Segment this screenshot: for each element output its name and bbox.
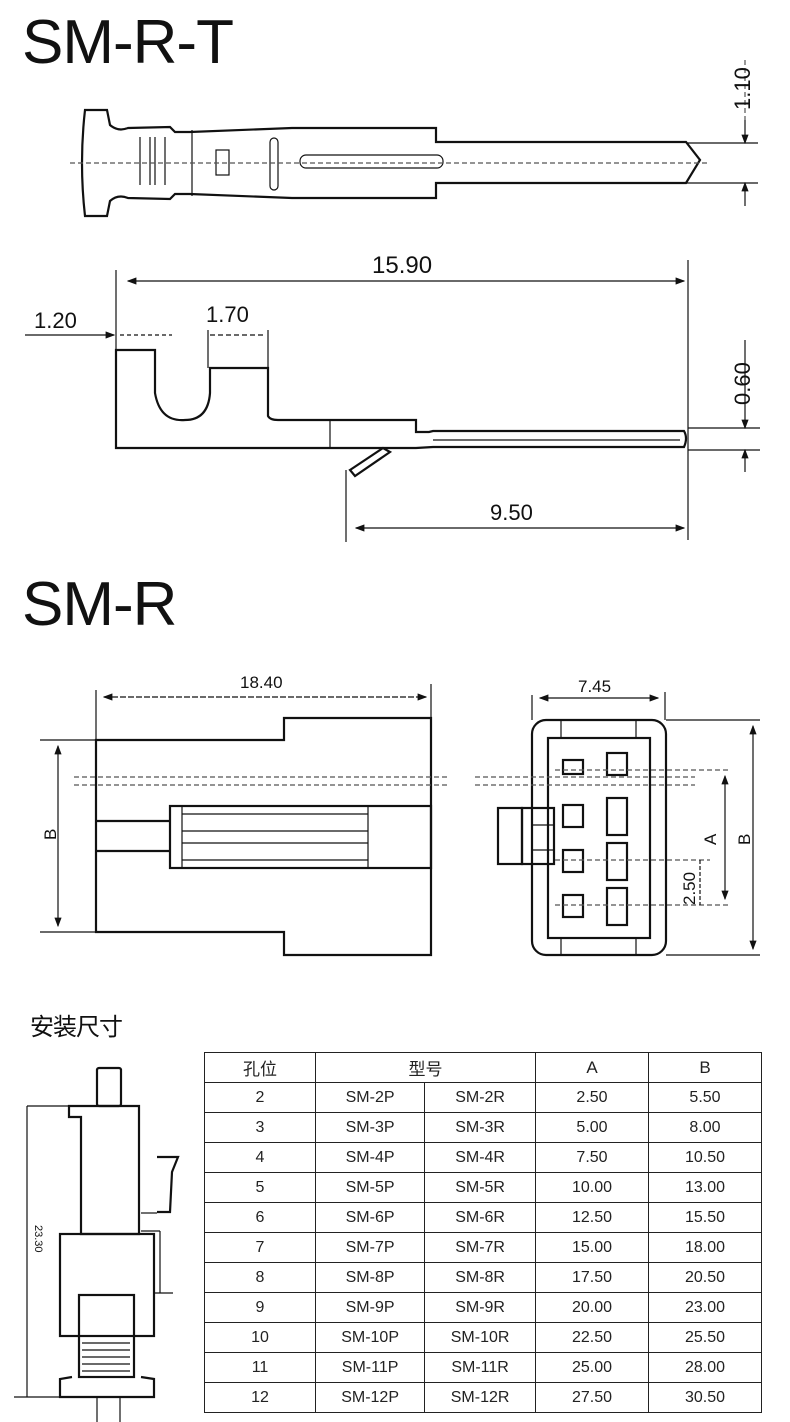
cell-receptacle-model: SM-5R (424, 1172, 536, 1203)
terminal-side-view: 15.90 1.20 1.70 0.60 9.50 (25, 252, 760, 542)
cell-b: 30.50 (648, 1382, 762, 1413)
cell-a: 27.50 (535, 1382, 649, 1413)
dim-crimp-1: 1.20 (34, 308, 77, 333)
cell-a: 7.50 (535, 1142, 649, 1173)
cell-a: 15.00 (535, 1232, 649, 1263)
cell-a: 17.50 (535, 1262, 649, 1293)
cell-positions: 11 (204, 1352, 316, 1383)
dim-label-b: B (735, 834, 754, 845)
cell-positions: 9 (204, 1292, 316, 1323)
cell-b: 18.00 (648, 1232, 762, 1263)
cell-receptacle-model: SM-4R (424, 1142, 536, 1173)
cell-plug-model: SM-8P (314, 1262, 426, 1293)
cell-receptacle-model: SM-11R (424, 1352, 536, 1383)
cell-plug-model: SM-10P (314, 1322, 426, 1353)
cell-a: 5.00 (535, 1112, 649, 1143)
header-a: A (535, 1052, 649, 1083)
dim-total-length: 15.90 (372, 252, 432, 279)
cell-a: 22.50 (535, 1322, 649, 1353)
cell-positions: 2 (204, 1082, 316, 1113)
cell-a: 10.00 (535, 1172, 649, 1203)
dim-width-top: 1.10 (730, 67, 755, 110)
cell-positions: 12 (204, 1382, 316, 1413)
housing-title: SM-R (22, 570, 177, 639)
cell-receptacle-model: SM-9R (424, 1292, 536, 1323)
cell-receptacle-model: SM-3R (424, 1112, 536, 1143)
cell-plug-model: SM-5P (314, 1172, 426, 1203)
cell-plug-model: SM-7P (314, 1232, 426, 1263)
cell-a: 12.50 (535, 1202, 649, 1233)
cell-plug-model: SM-12P (314, 1382, 426, 1413)
cell-b: 5.50 (648, 1082, 762, 1113)
dim-housing-length: 18.40 (240, 673, 283, 692)
terminal-title: SM-R-T (22, 8, 234, 77)
cell-receptacle-model: SM-6R (424, 1202, 536, 1233)
header-positions: 孔位 (204, 1052, 316, 1083)
header-model: 型号 (315, 1052, 536, 1083)
dim-front-width: 7.45 (578, 677, 611, 696)
cell-positions: 4 (204, 1142, 316, 1173)
cell-b: 25.50 (648, 1322, 762, 1353)
cell-receptacle-model: SM-8R (424, 1262, 536, 1293)
cell-plug-model: SM-6P (314, 1202, 426, 1233)
dim-thickness: 0.60 (730, 362, 755, 405)
header-b: B (648, 1052, 762, 1083)
cell-positions: 8 (204, 1262, 316, 1293)
install-dimensions-title: 安装尺寸 (30, 1014, 123, 1041)
cell-b: 28.00 (648, 1352, 762, 1383)
cell-receptacle-model: SM-12R (424, 1382, 536, 1413)
cell-receptacle-model: SM-7R (424, 1232, 536, 1263)
cell-receptacle-model: SM-2R (424, 1082, 536, 1113)
dim-install-height: 23.30 (32, 1225, 44, 1253)
cell-plug-model: SM-3P (314, 1112, 426, 1143)
dim-crimp-2: 1.70 (206, 302, 249, 327)
cell-positions: 5 (204, 1172, 316, 1203)
dim-height-b: B (41, 829, 60, 840)
terminal-top-view: 1.10 (70, 60, 758, 218)
install-view: 23.30 (14, 1066, 180, 1422)
table-header-row: 孔位 型号 A B (204, 1052, 762, 1083)
cell-b: 23.00 (648, 1292, 762, 1323)
cell-b: 13.00 (648, 1172, 762, 1203)
cell-b: 8.00 (648, 1112, 762, 1143)
cell-b: 20.50 (648, 1262, 762, 1293)
housing-front-view: 7.45 A B 2.50 (475, 677, 760, 957)
housing-side-view: 18.40 B (40, 673, 450, 957)
cell-positions: 3 (204, 1112, 316, 1143)
cell-plug-model: SM-11P (314, 1352, 426, 1383)
dim-label-a: A (701, 833, 720, 845)
dim-pitch: 2.50 (680, 872, 699, 905)
cell-positions: 10 (204, 1322, 316, 1353)
cell-positions: 6 (204, 1202, 316, 1233)
cell-plug-model: SM-9P (314, 1292, 426, 1323)
cell-plug-model: SM-4P (314, 1142, 426, 1173)
cell-positions: 7 (204, 1232, 316, 1263)
cell-receptacle-model: SM-10R (424, 1322, 536, 1353)
cell-b: 15.50 (648, 1202, 762, 1233)
cell-b: 10.50 (648, 1142, 762, 1173)
cell-a: 25.00 (535, 1352, 649, 1383)
dim-tab-length: 9.50 (490, 500, 533, 525)
cell-a: 2.50 (535, 1082, 649, 1113)
cell-plug-model: SM-2P (314, 1082, 426, 1113)
cell-a: 20.00 (535, 1292, 649, 1323)
